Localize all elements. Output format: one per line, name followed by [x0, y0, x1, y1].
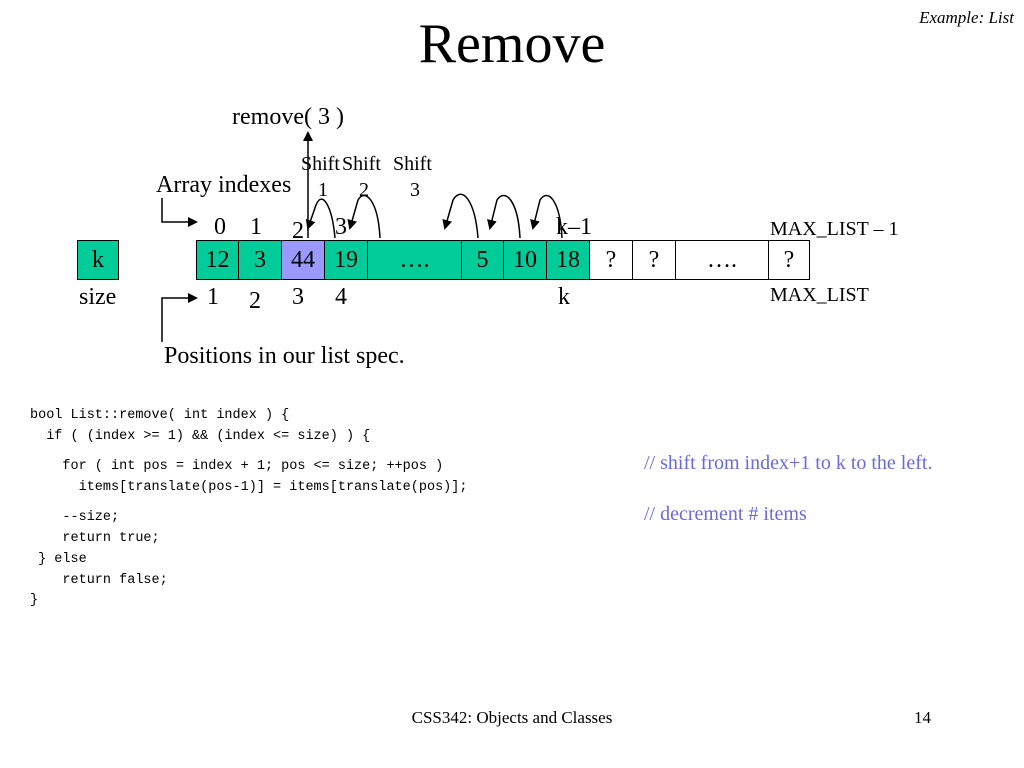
index-label-k-minus-1: k–1	[556, 214, 592, 240]
array-cell-1: 3	[238, 240, 282, 280]
index-label-0: 0	[214, 214, 226, 240]
position-label-4: 4	[335, 284, 347, 310]
code-line-4: items[translate(pos-1)] = items[translat…	[30, 480, 468, 495]
shift-2-word: Shift	[342, 153, 381, 175]
comment-decrement: // decrement # items	[644, 503, 807, 525]
positions-label: Positions in our list spec.	[164, 343, 405, 369]
slide-title: Remove	[418, 13, 606, 75]
shift-2-num: 2	[359, 179, 369, 201]
position-label-k: k	[558, 284, 570, 310]
code-line-3: for ( int pos = index + 1; pos <= size; …	[30, 459, 444, 474]
shift-3-word: Shift	[393, 153, 432, 175]
page-number: 14	[914, 708, 931, 727]
shift-3-num: 3	[410, 179, 420, 201]
size-label: size	[79, 284, 117, 310]
code-line-9: }	[30, 593, 39, 608]
shift-1-num: 1	[318, 179, 328, 201]
comment-shift: // shift from index+1 to k to the left.	[644, 452, 933, 474]
position-label-max-list: MAX_LIST	[770, 284, 869, 306]
code-line-5: --size;	[30, 510, 120, 525]
code-line-2: if ( (index >= 1) && (index <= size) ) {	[30, 429, 371, 444]
code-line-8: return false;	[30, 573, 168, 588]
array-cell-0: 12	[196, 240, 239, 280]
footer-course: CSS342: Objects and Classes	[411, 708, 613, 727]
array-cell-3: 19	[324, 240, 368, 280]
shift-arc-4	[487, 194, 521, 239]
array-cell-2: 44	[281, 240, 325, 280]
remove-call-label: remove( 3 )	[232, 104, 344, 130]
shift-1-word: Shift	[301, 153, 340, 175]
array-cell-5: 5	[461, 240, 504, 280]
shift-arc-1	[305, 198, 336, 239]
index-label-max-list-minus-1: MAX_LIST – 1	[770, 218, 899, 240]
array-cell-9: ?	[632, 240, 676, 280]
index-label-1: 1	[250, 214, 262, 240]
code-line-1: bool List::remove( int index ) {	[30, 408, 290, 423]
index-label-3: 3	[335, 214, 347, 240]
position-label-1: 1	[207, 284, 219, 310]
array-cell-10: ….	[675, 240, 769, 280]
array-cell-11: ?	[768, 240, 810, 280]
shift-arc-5	[530, 194, 563, 239]
positions-arrow	[161, 293, 198, 342]
array-cell-6: 10	[503, 240, 547, 280]
array-cell-7: 18	[546, 240, 590, 280]
array-indexes-label: Array indexes	[156, 172, 292, 198]
array-cell-4: ….	[367, 240, 462, 280]
code-line-6: return true;	[30, 531, 160, 546]
index-label-2: 2	[292, 218, 304, 244]
array-cell-8: ?	[589, 240, 633, 280]
size-cell: k	[77, 240, 119, 280]
array-indexes-arrow	[161, 198, 198, 227]
position-label-3: 3	[292, 284, 304, 310]
shift-arc-2	[347, 194, 381, 239]
header-tag: Example: List	[919, 8, 1014, 27]
code-line-7: } else	[30, 552, 87, 567]
position-label-2: 2	[249, 288, 261, 314]
shift-arc-3	[442, 193, 479, 239]
